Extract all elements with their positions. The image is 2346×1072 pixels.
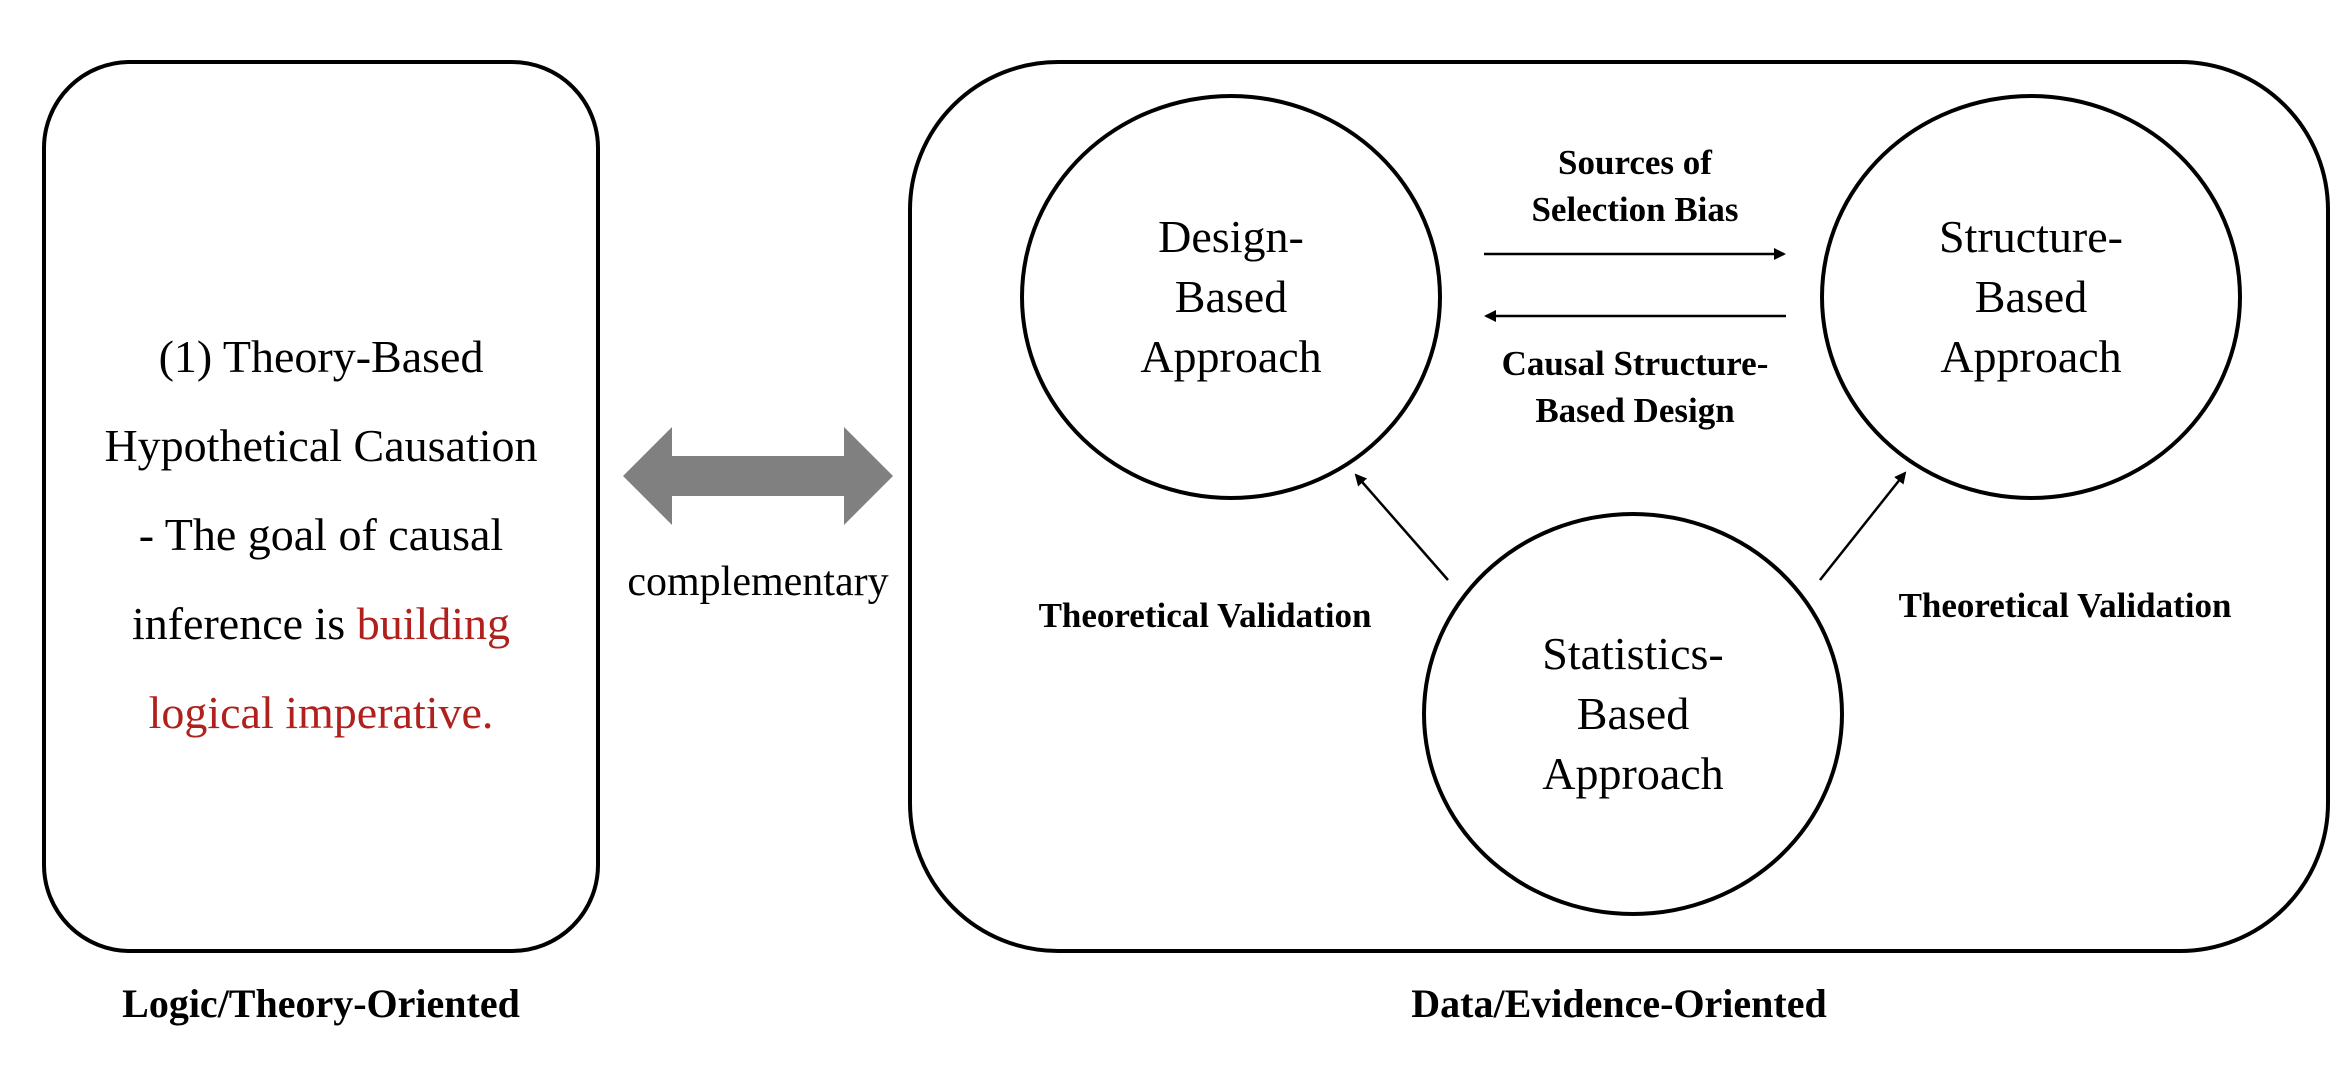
theory-line-1: (1) Theory-Based <box>158 331 484 382</box>
theory-panel-text: (1) Theory-Based Hypothetical Causation … <box>46 312 596 757</box>
structure-based-node: Structure- Based Approach <box>1820 94 2242 500</box>
evidence-panel <box>908 60 2330 953</box>
complementary-double-arrow <box>623 427 893 525</box>
causal-structure-label: Causal Structure- Based Design <box>1501 344 1769 430</box>
highlight-logical-imperative: logical imperative. <box>148 687 494 738</box>
validation-arrow-right <box>1819 471 1907 581</box>
theory-line-4: inference is building <box>131 598 511 649</box>
complementary-label: complementary <box>627 559 889 605</box>
logic-theory-caption: Logic/Theory-Oriented <box>122 981 520 1026</box>
design-based-node: Design- Based Approach <box>1020 94 1442 500</box>
theory-line-2: Hypothetical Causation <box>104 420 538 471</box>
theoretical-validation-right: Theoretical Validation <box>1898 586 2232 625</box>
data-evidence-caption: Data/Evidence-Oriented <box>1411 981 1827 1026</box>
theory-line-3: - The goal of causal <box>138 509 504 560</box>
selection-bias-label: Sources of Selection Bias <box>1531 143 1739 229</box>
statistics-based-node: Statistics- Based Approach <box>1422 512 1844 916</box>
validation-arrow-left <box>1354 473 1449 581</box>
theory-line-5: logical imperative. <box>46 668 596 757</box>
theoretical-validation-left: Theoretical Validation <box>1038 596 1372 635</box>
highlight-building: building <box>356 598 511 649</box>
theory-panel: (1) Theory-Based Hypothetical Causation … <box>42 60 600 953</box>
